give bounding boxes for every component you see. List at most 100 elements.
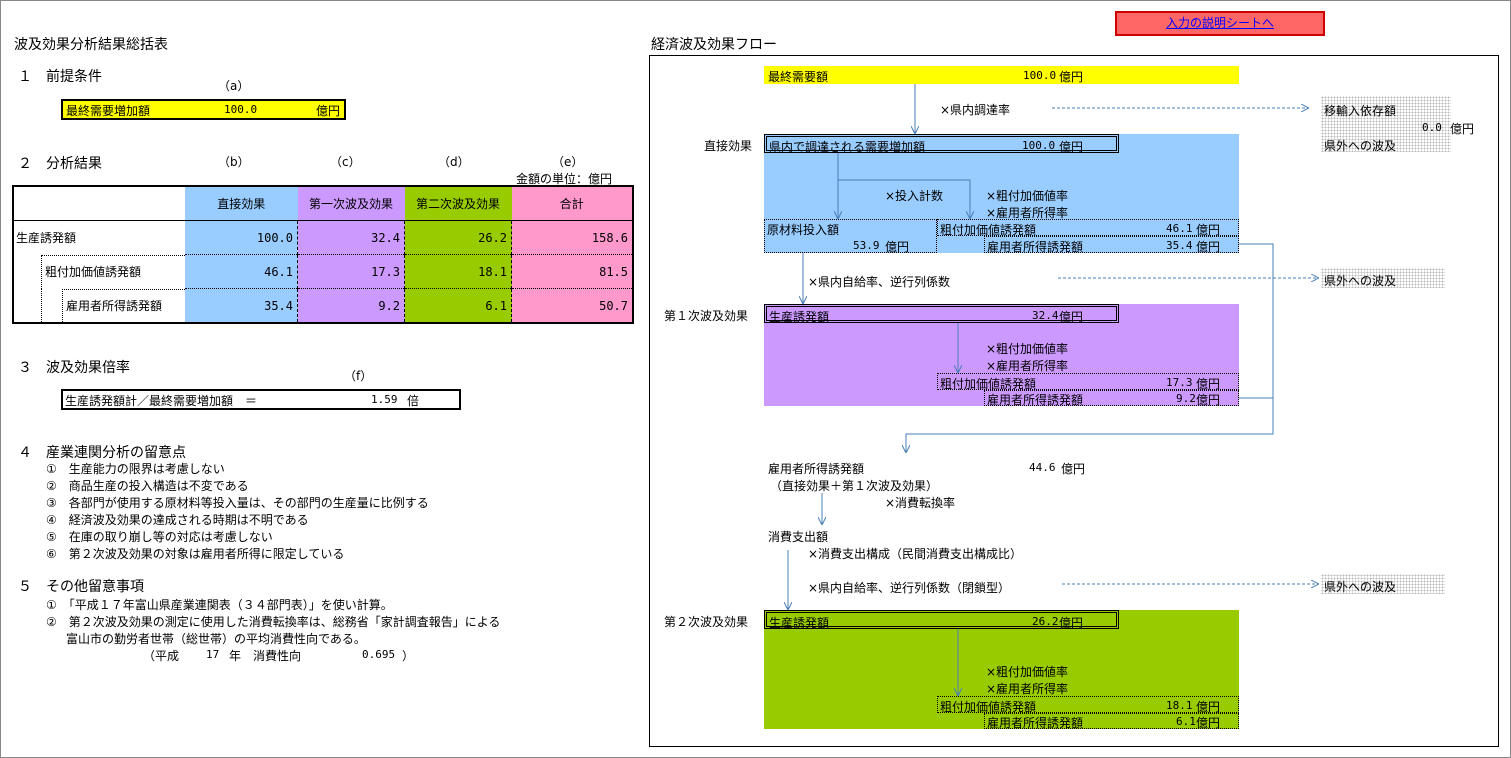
direct-emp-rate: ×雇用者所得率 xyxy=(986,206,1069,220)
input-guide-link-button[interactable]: 入力の説明シートへ xyxy=(1115,11,1325,36)
flow-final-demand-unit: 億円 xyxy=(1059,70,1084,84)
emp-total-label: 雇用者所得誘発額 xyxy=(768,462,865,476)
direct-effect-side-label: 直接効果 xyxy=(704,139,753,153)
note-item: ② 商品生産の投入構造は不変である xyxy=(46,479,249,493)
second-effect-side-label: 第２次波及効果 xyxy=(664,615,749,629)
second-va-box: 粗付加価値誘発額 18.1 億円 xyxy=(937,696,1239,714)
outside1-label: 県外への波及 xyxy=(1324,274,1397,288)
first-effect-side-label: 第１次波及効果 xyxy=(664,309,749,323)
row-label: 雇用者所得誘発額 xyxy=(62,288,185,322)
direct-demand-label: 県内で調達される需要増加額 xyxy=(769,140,926,154)
table-row: 雇用者所得誘発額 35.4 9.2 6.1 50.7 xyxy=(13,288,633,323)
flow-final-demand-label: 最終需要額 xyxy=(768,70,829,84)
final-demand-box: 最終需要増加額 100.0 億円 xyxy=(61,99,346,120)
other-item: ② 第２次波及効果の測定に使用した消費転換率は、総務省「家計調査報告」による xyxy=(46,615,501,629)
summary-title: 波及効果分析結果総括表 xyxy=(14,37,168,53)
row-label-cell: 雇用者所得誘発額 xyxy=(13,288,185,323)
multiplier-unit: 倍 xyxy=(407,394,420,408)
table-row: 粗付加価値誘発額 46.1 17.3 18.1 81.5 xyxy=(13,254,633,289)
section3-heading: ３ 波及効果倍率 xyxy=(18,360,130,376)
note-item: ③ 各部門が使用する原材料等投入量は、その部門の生産量に比例する xyxy=(46,496,429,510)
note-item: ④ 経済波及効果の達成される時期は不明である xyxy=(46,513,309,527)
consumption-structure: ×消費支出構成（民間消費支出構成比） xyxy=(808,547,1023,561)
cell: 35.4 xyxy=(185,288,298,323)
multiplier-value: 1.59 xyxy=(371,393,398,406)
first-emp-rate: ×雇用者所得率 xyxy=(986,359,1069,373)
multiplier-label: 生産誘発額計／最終需要増加額 ＝ xyxy=(65,394,258,408)
consumption-note-year: 17 xyxy=(206,648,220,661)
direct-demand-value: 100.0 xyxy=(1022,139,1056,152)
direct-va-label: 粗付加価値誘発額 xyxy=(940,223,1037,237)
col-b-label: （b） xyxy=(218,155,250,169)
table-header-row: 直接効果 第一次波及効果 第二次波及効果 合計 xyxy=(13,186,633,221)
header-first: 第一次波及効果 xyxy=(297,186,405,221)
raw-material-label: 原材料投入額 xyxy=(767,223,840,237)
second-effect-band xyxy=(764,610,1239,729)
first-va-box: 粗付加価値誘発額 17.3 億円 xyxy=(937,373,1239,391)
direct-effect-band xyxy=(764,134,1239,253)
flow-final-demand-bar: 最終需要額 100.0 億円 xyxy=(764,66,1239,84)
section4-heading: ４ 産業連関分析の留意点 xyxy=(18,445,186,461)
note-item: ⑤ 在庫の取り崩し等の対応は考慮しない xyxy=(46,530,273,544)
direct-emp-value: 35.4 xyxy=(1166,239,1193,252)
cell: 46.1 xyxy=(185,254,298,289)
consumption-propensity: 0.695 xyxy=(362,648,396,661)
self-supply-rate: ×県内自給率、逆行列係数 xyxy=(808,275,951,289)
first-va-rate: ×粗付加価値率 xyxy=(986,342,1069,356)
import-unit: 億円 xyxy=(1450,122,1475,136)
direct-va-value: 46.1 xyxy=(1166,222,1193,235)
col-d-label: （d） xyxy=(438,155,470,169)
header-second: 第二次波及効果 xyxy=(404,186,512,221)
emp-total-value: 44.6 xyxy=(1029,461,1056,474)
second-production-unit: 億円 xyxy=(1059,616,1084,630)
col-c-label: （c） xyxy=(330,155,361,169)
arrow-direct-to-va xyxy=(838,179,970,218)
direct-emp-unit: 億円 xyxy=(1196,240,1221,254)
direct-va-unit: 億円 xyxy=(1196,223,1221,237)
second-va-label: 粗付加価値誘発額 xyxy=(940,700,1037,714)
header-blank xyxy=(13,186,185,221)
first-emp-box: 雇用者所得誘発額 9.2 億円 xyxy=(984,390,1239,407)
consumption-note-suffix: ） xyxy=(402,649,415,663)
other-item: ① 「平成１７年富山県産業連関表（３４部門表）」を使い計算。 xyxy=(46,598,393,612)
multiplier-box: 生産誘発額計／最終需要増加額 ＝ 1.59 倍 xyxy=(61,389,461,410)
flow-title: 経済波及効果フロー xyxy=(651,37,777,53)
cell: 26.2 xyxy=(404,220,512,255)
import-value: 0.0 xyxy=(1422,121,1442,134)
row-label-cell: 粗付加価値誘発額 xyxy=(13,254,185,289)
second-production-value: 26.2 xyxy=(1032,615,1059,628)
note-item: ① 生産能力の限界は考慮しない xyxy=(46,462,225,476)
final-demand-label: 最終需要増加額 xyxy=(66,104,151,118)
second-emp-value: 6.1 xyxy=(1176,715,1196,728)
import-outside: 県外への波及 xyxy=(1324,139,1397,153)
cell: 81.5 xyxy=(511,254,633,289)
second-va-unit: 億円 xyxy=(1196,700,1221,714)
table-row: 生産誘発額 100.0 32.4 26.2 158.6 xyxy=(13,220,633,255)
cell: 50.7 xyxy=(511,288,633,323)
first-production-box: 生産誘発額 32.4 億円 xyxy=(764,304,1119,324)
col-e-label: （e） xyxy=(552,155,584,169)
consumption-note-prefix: （平成 xyxy=(143,649,180,663)
unit-note: 金額の単位：億円 xyxy=(516,172,613,186)
cell: 32.4 xyxy=(297,220,405,255)
first-va-unit: 億円 xyxy=(1196,377,1221,391)
consumption-rate: ×消費転換率 xyxy=(885,496,956,510)
section1-heading: １ 前提条件 xyxy=(18,69,102,85)
cell: 9.2 xyxy=(297,288,405,323)
emp-total-note: （直接効果＋第１次波及効果） xyxy=(770,479,939,493)
second-va-value: 18.1 xyxy=(1166,699,1193,712)
row-label: 粗付加価値誘発額 xyxy=(41,254,185,289)
cell: 17.3 xyxy=(297,254,405,289)
direct-demand-box: 県内で調達される需要増加額 100.0 億円 xyxy=(764,134,1119,154)
self-supply-rate-closed: ×県内自給率、逆行列係数（閉鎖型） xyxy=(808,581,1011,595)
input-coefficient: ×投入計数 xyxy=(885,189,944,203)
pref-procurement-rate: ×県内調達率 xyxy=(940,103,1011,117)
second-emp-rate: ×雇用者所得率 xyxy=(986,682,1069,696)
direct-va-rate: ×粗付加価値率 xyxy=(986,189,1069,203)
arrow-emp-merge xyxy=(906,243,1274,452)
first-production-value: 32.4 xyxy=(1032,309,1059,322)
raw-material-box: 原材料投入額 53.9 億円 xyxy=(764,219,937,254)
first-emp-label: 雇用者所得誘発額 xyxy=(987,393,1084,407)
first-va-value: 17.3 xyxy=(1166,376,1193,389)
direct-va-box: 粗付加価値誘発額 46.1 億円 xyxy=(937,219,1239,237)
